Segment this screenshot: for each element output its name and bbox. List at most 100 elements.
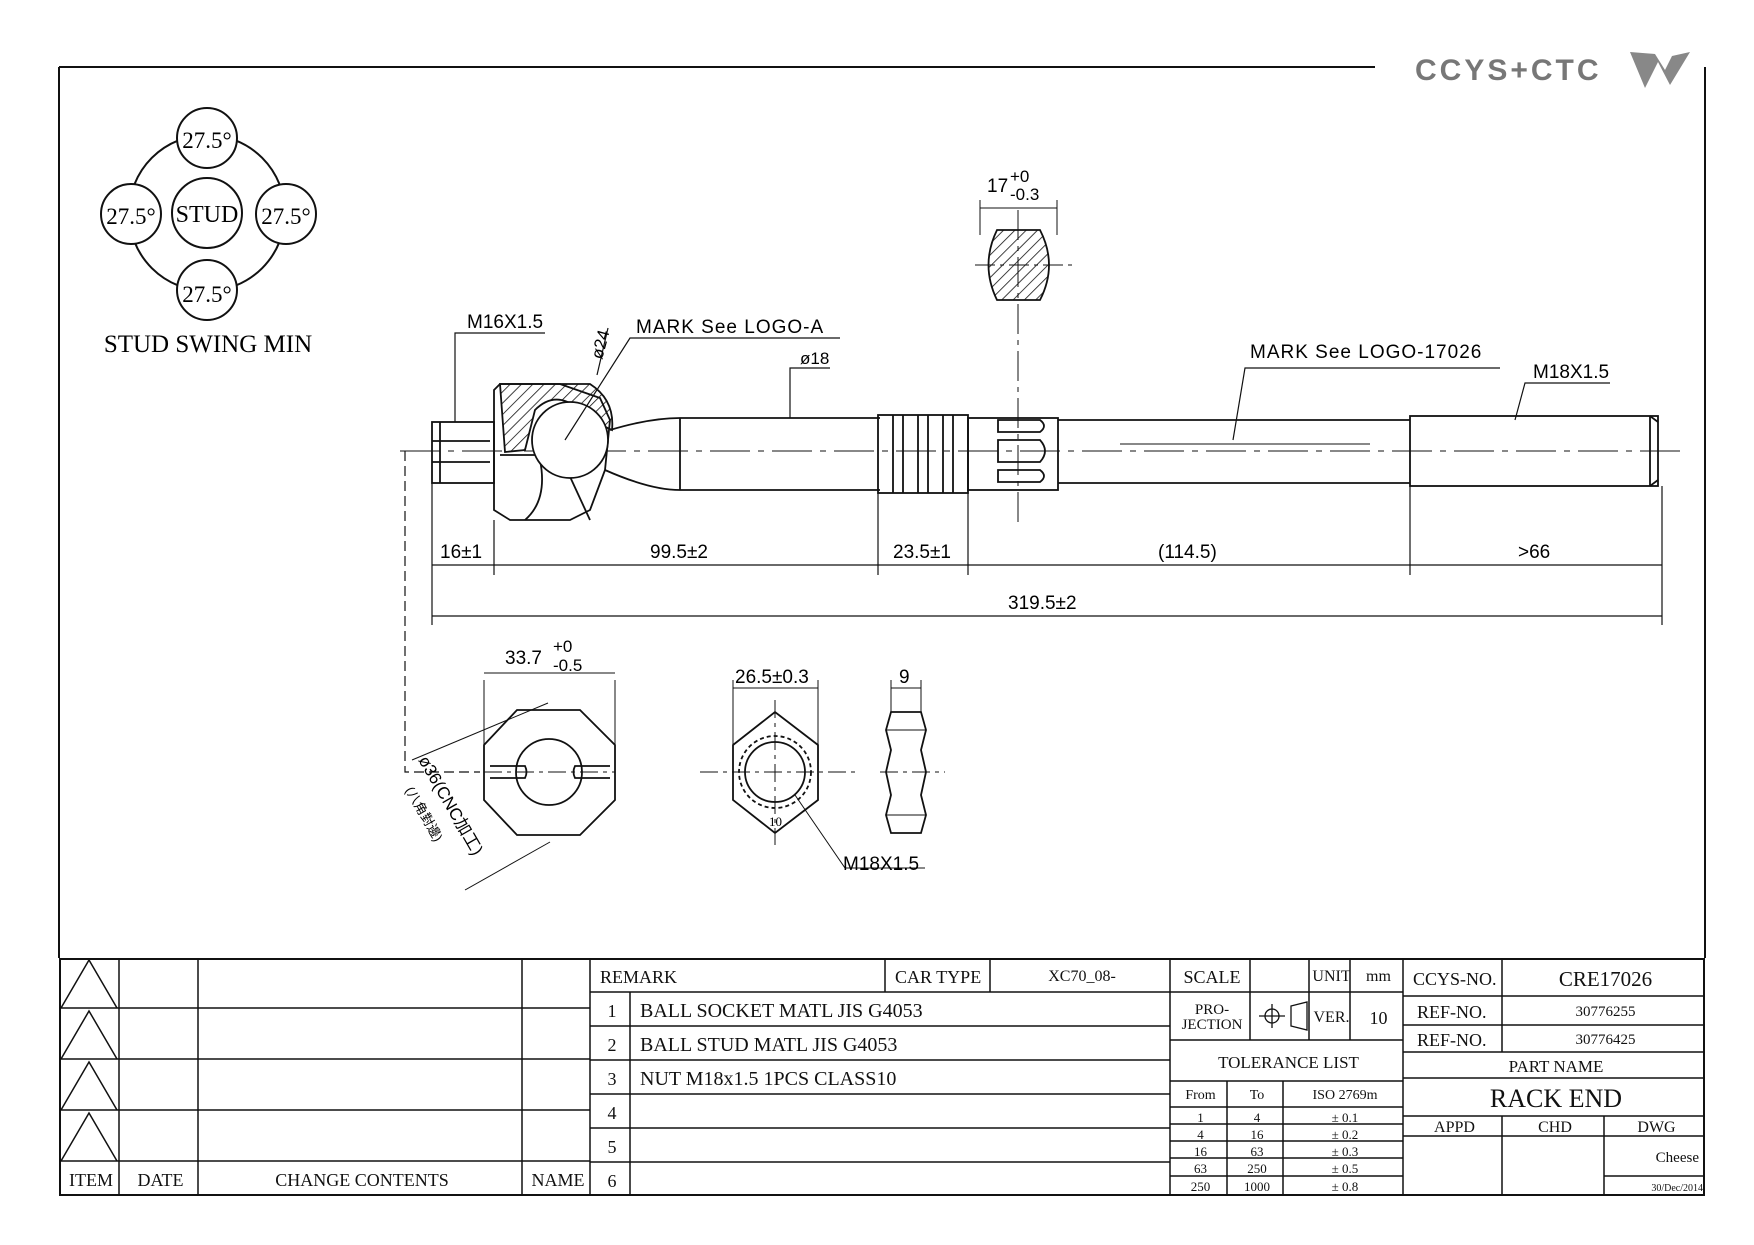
ref-no-2-value: 30776425 (1575, 1032, 1636, 1048)
tol-row-value: ± 0.1 (1331, 1109, 1359, 1125)
seg4-label: (114.5) (1158, 542, 1217, 563)
title-block: ITEM DATE CHANGE CONTENTS NAME REMARK CA… (59, 958, 1705, 1196)
appd-label: APPD (1434, 1119, 1475, 1136)
remark-text-2: BALL STUD MATL JIS G4053 (640, 1033, 898, 1056)
tol-row-from: 1 (1197, 1109, 1204, 1125)
remark-text-5 (632, 1130, 1172, 1164)
section-tol-upper: +0 (1010, 167, 1029, 186)
tolerance-title: TOLERANCE LIST (1218, 1052, 1359, 1072)
remark-no-3: 3 (607, 1068, 617, 1089)
tol-header-iso: ISO 2769m (1312, 1088, 1378, 1103)
ver-value: 10 (1369, 1007, 1388, 1028)
brand-logo-text: CCYS+CTC (1415, 54, 1602, 87)
rack-end-part (400, 383, 1680, 521)
tol-row-to: 63 (1250, 1143, 1264, 1159)
ccys-no-label: CCYS-NO. (1413, 968, 1497, 989)
dwg-label: DWG (1637, 1119, 1676, 1136)
swing-angle-top: 27.5° (182, 128, 231, 153)
ref-no-1-value: 30776255 (1575, 1004, 1636, 1020)
nut-thread-label: M18X1.5 (843, 854, 919, 875)
hex-tol-upper: +0 (553, 637, 572, 656)
col-item-header: ITEM (69, 1170, 113, 1190)
mark-logo-a-label: MARK See LOGO-A (636, 317, 824, 338)
nut-views (700, 680, 945, 869)
part-name-label: PART NAME (1508, 1057, 1604, 1076)
wing-icon (1630, 52, 1690, 88)
col-date-header: DATE (137, 1170, 184, 1190)
scale-value (1252, 960, 1311, 994)
shaft-dia-label: ø18 (800, 349, 829, 368)
stud-swing-diagram (100, 107, 317, 321)
tol-row-from: 16 (1194, 1143, 1207, 1159)
remark-no-4: 4 (607, 1102, 617, 1123)
seg2-label: 99.5±2 (650, 542, 708, 563)
swing-angle-right: 27.5° (261, 204, 310, 229)
tol-header-from: From (1185, 1088, 1216, 1103)
remark-no-5: 5 (607, 1136, 617, 1157)
title-block-lines (59, 958, 1705, 1196)
brand-logo: CCYS+CTC (1415, 52, 1690, 88)
section-tol-lower: -0.3 (1010, 185, 1039, 204)
dimension-lines (404, 451, 1663, 773)
dwg-name: Cheese (1655, 1149, 1699, 1166)
ref-no-2-label: REF-NO. (1417, 1030, 1487, 1050)
scale-label: SCALE (1183, 966, 1241, 987)
tol-row-value: ± 0.2 (1331, 1126, 1359, 1142)
tol-row-from: 4 (1197, 1126, 1204, 1142)
part-name-value: RACK END (1489, 1084, 1623, 1113)
octagon-view (411, 672, 616, 891)
col-name-header: NAME (531, 1170, 585, 1190)
unit-value: mm (1366, 968, 1391, 985)
remark-no-2: 2 (607, 1034, 617, 1055)
ver-label: VER. (1313, 1009, 1350, 1026)
ref-no-1-label: REF-NO. (1417, 1002, 1487, 1022)
projection-label: PRO- JECTION (1181, 1002, 1243, 1033)
leaders (454, 327, 1610, 441)
dwg-date: 30/Dec/2014 (1651, 1182, 1703, 1194)
socket-dia-label: ø24 (588, 328, 614, 361)
tol-row-to: 250 (1247, 1161, 1267, 1176)
car-type-value: XC70_08- (1048, 968, 1116, 985)
unit-label: UNIT (1312, 968, 1351, 985)
stud-swing-caption: STUD SWING MIN (104, 331, 312, 358)
tol-row-value: ± 0.3 (1331, 1143, 1359, 1159)
sheet-frame (58, 66, 1706, 958)
remark-label: REMARK (600, 966, 678, 987)
remark-text-4 (632, 1096, 1172, 1130)
hex-width-label: 33.7 (505, 648, 542, 669)
nut-width-label: 26.5±0.3 (735, 667, 809, 688)
projection-symbol-icon (1259, 1001, 1308, 1031)
tol-row-to: 16 (1250, 1126, 1264, 1142)
thread-left-label: M16X1.5 (467, 312, 543, 333)
car-type-label: CAR TYPE (895, 966, 982, 987)
seg3-label: 23.5±1 (893, 542, 951, 563)
tol-row-value: ± 0.5 (1331, 1161, 1359, 1176)
col-change-header: CHANGE CONTENTS (275, 1170, 449, 1190)
ccys-no-value: CRE17026 (1558, 966, 1653, 991)
overall-length-label: 319.5±2 (1008, 593, 1077, 614)
remark-text-6 (632, 1164, 1172, 1198)
nut-class-mark: 10 (769, 814, 782, 829)
hex-tol-lower: -0.5 (553, 656, 582, 675)
remark-text-1: BALL SOCKET MATL JIS G4053 (640, 999, 923, 1022)
seg5-label: >66 (1518, 542, 1550, 563)
swing-angle-bottom: 27.5° (182, 282, 231, 307)
tol-header-to: To (1249, 1088, 1265, 1103)
tol-row-value: ± 0.8 (1331, 1179, 1359, 1194)
stud-label: STUD (176, 202, 239, 228)
tol-row-from: 250 (1190, 1179, 1211, 1194)
remark-no-6: 6 (607, 1170, 617, 1191)
remark-no-1: 1 (607, 1000, 617, 1021)
section-view (975, 200, 1072, 525)
chd-label: CHD (1538, 1119, 1572, 1136)
thread-right-label: M18X1.5 (1533, 362, 1609, 383)
remark-text-3: NUT M18x1.5 1PCS CLASS10 (640, 1067, 897, 1090)
tol-row-from: 63 (1194, 1161, 1207, 1176)
section-width-label: 17 (987, 176, 1008, 197)
mark-logo-b-label: MARK See LOGO-17026 (1250, 342, 1482, 363)
tol-row-to: 1000 (1244, 1179, 1270, 1194)
tol-row-to: 4 (1253, 1109, 1261, 1125)
swing-angle-left: 27.5° (106, 204, 155, 229)
